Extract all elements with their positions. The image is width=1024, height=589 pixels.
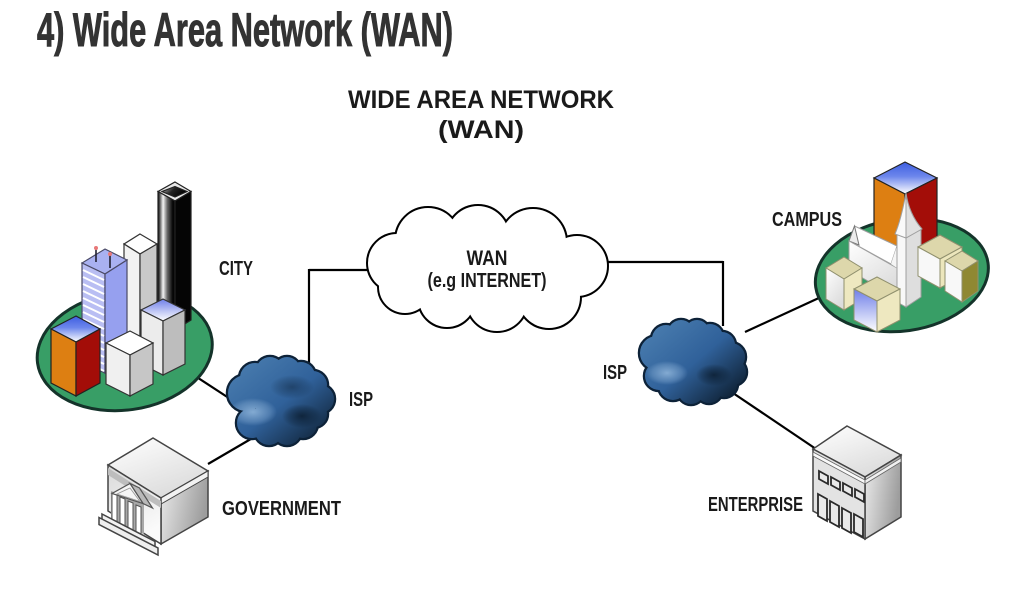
svg-text:CAMPUS: CAMPUS xyxy=(772,209,842,231)
svg-text:CITY: CITY xyxy=(219,258,253,280)
svg-text:4) Wide Area Network (WAN): 4) Wide Area Network (WAN) xyxy=(37,3,453,56)
svg-text:ISP: ISP xyxy=(349,389,373,411)
svg-text:ISP: ISP xyxy=(603,362,627,384)
svg-text:WIDE AREA NETWORK: WIDE AREA NETWORK xyxy=(348,86,614,114)
svg-text:WAN: WAN xyxy=(467,247,508,270)
svg-text:ENTERPRISE: ENTERPRISE xyxy=(708,494,803,516)
svg-text:GOVERNMENT: GOVERNMENT xyxy=(222,498,341,520)
svg-text:(WAN): (WAN) xyxy=(438,116,524,144)
svg-text:(e.g INTERNET): (e.g INTERNET) xyxy=(428,270,547,292)
